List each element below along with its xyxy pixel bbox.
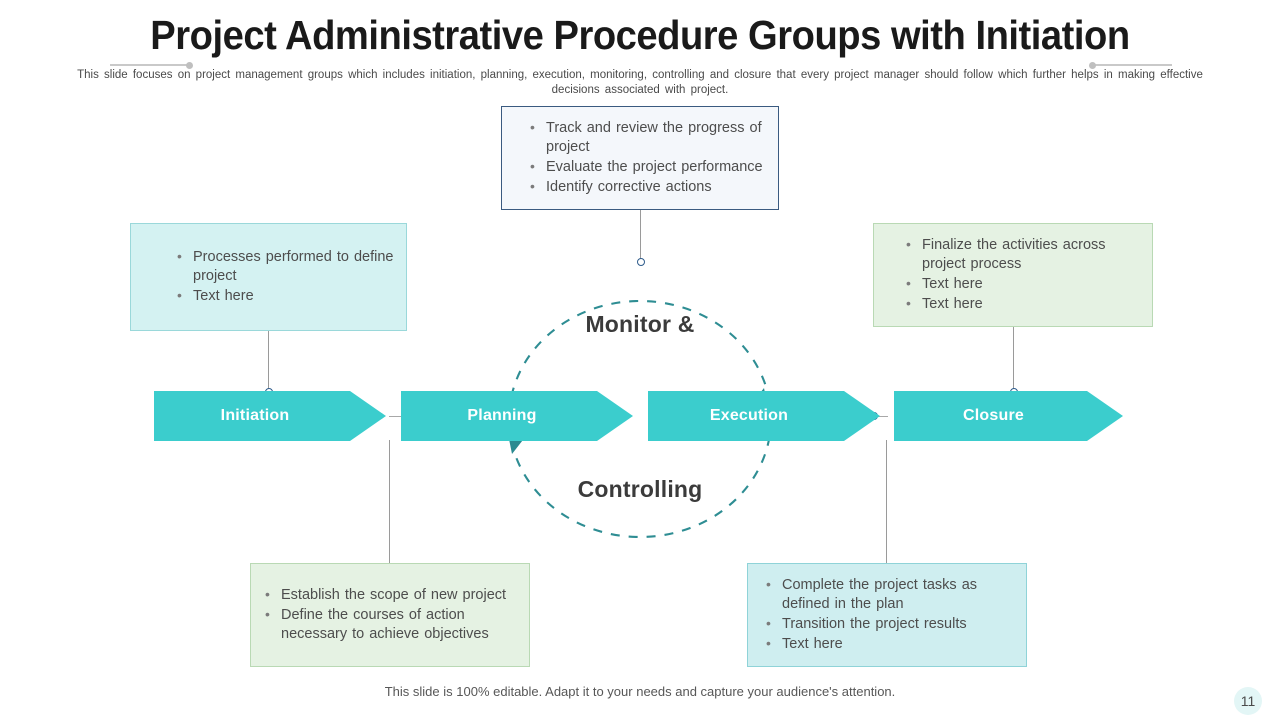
connector-endpoint-dot: [636, 258, 645, 266]
callout-bullet: Evaluate the project performance: [526, 157, 768, 177]
title-decoration-right: [1089, 61, 1172, 69]
callout-bullet: Define the courses of action necessary t…: [261, 605, 519, 644]
title-decoration-dot-right: [1089, 61, 1096, 69]
cycle-label-bottom: Controlling: [577, 476, 703, 502]
callout-bullet-list: Finalize the activities across project p…: [902, 235, 1142, 315]
callout-bullet: Processes performed to define project: [173, 247, 396, 286]
callout-bullet: Text here: [173, 286, 396, 306]
connector-execution: [886, 440, 887, 563]
page-title: Project Administrative Procedure Groups …: [150, 12, 1130, 58]
callout-bullet: Establish the scope of new project: [261, 585, 519, 605]
process-step-label: Initiation: [220, 407, 290, 424]
connector-planning: [389, 440, 390, 563]
connector-monitor: [636, 210, 645, 266]
callout-bullet: Track and review the progress of project: [526, 118, 768, 157]
page-subtitle: This slide focuses on project management…: [77, 69, 1203, 96]
title-decoration-dot-left: [186, 61, 193, 69]
callout-bullet-list: Establish the scope of new projectDefine…: [261, 585, 519, 645]
callout-bullet: Identify corrective actions: [526, 177, 768, 197]
callout-bullet: Transition the project results: [762, 614, 1016, 634]
callout-monitor[interactable]: Track and review the progress of project…: [501, 106, 779, 210]
callout-closure[interactable]: Finalize the activities across project p…: [873, 223, 1153, 327]
page-number-badge: 11: [1234, 687, 1262, 715]
process-step-initiation[interactable]: Initiation: [154, 391, 386, 441]
footer-note: This slide is 100% editable. Adapt it to…: [384, 684, 896, 699]
callout-initiation[interactable]: Processes performed to define projectTex…: [130, 223, 407, 331]
cycle-label-top: Monitor &: [585, 311, 695, 337]
callout-execution[interactable]: Complete the project tasks as defined in…: [747, 563, 1027, 667]
callout-bullet-list: Processes performed to define projectTex…: [173, 247, 396, 307]
connector-initiation: [264, 331, 273, 396]
callout-planning[interactable]: Establish the scope of new projectDefine…: [250, 563, 530, 667]
process-step-closure[interactable]: Closure: [894, 391, 1123, 441]
connector-closure: [1009, 327, 1018, 396]
callout-bullet: Finalize the activities across project p…: [902, 235, 1142, 274]
callout-bullet-list: Complete the project tasks as defined in…: [762, 575, 1016, 655]
process-step-planning[interactable]: Planning: [401, 391, 633, 441]
process-step-label: Planning: [467, 407, 537, 424]
callout-bullet-list: Track and review the progress of project…: [526, 118, 768, 198]
callout-bullet: Text here: [902, 274, 1142, 294]
process-step-label: Execution: [709, 407, 789, 424]
callout-bullet: Text here: [762, 634, 1016, 654]
callout-bullet: Complete the project tasks as defined in…: [762, 575, 1016, 614]
process-step-label: Closure: [963, 407, 1024, 424]
title-decoration-left: [110, 61, 193, 69]
process-step-execution[interactable]: Execution: [648, 391, 880, 441]
callout-bullet: Text here: [902, 294, 1142, 314]
